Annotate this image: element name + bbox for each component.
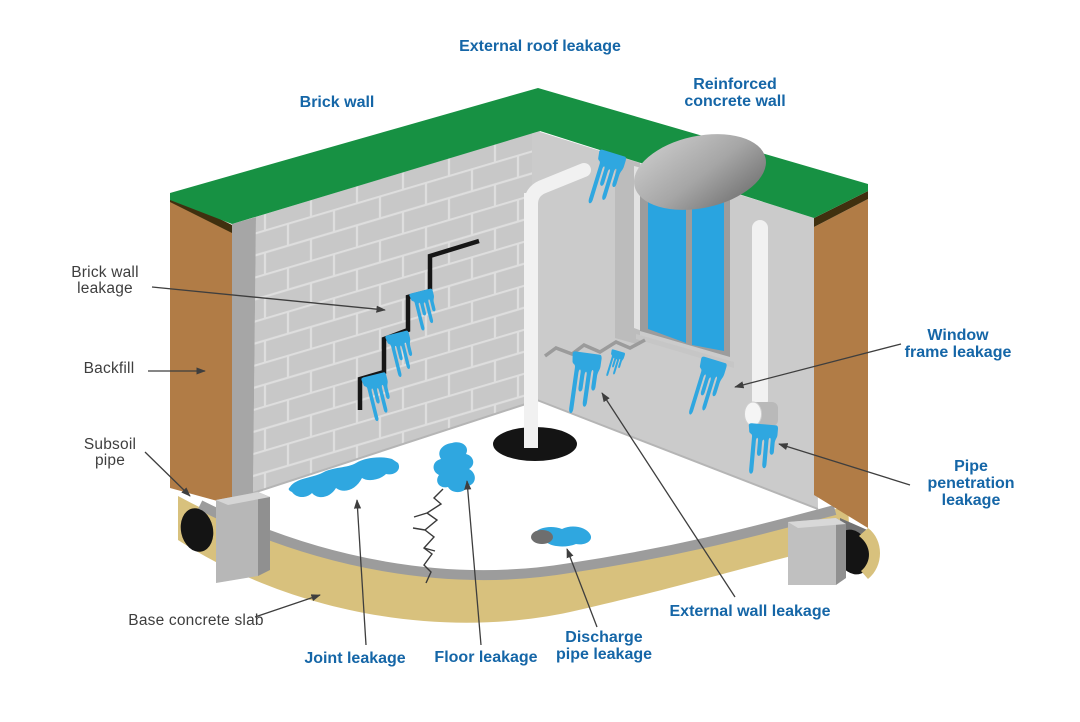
subsoil-pipe-left (180, 492, 270, 583)
slab-cradle-right (859, 528, 880, 579)
arrow-subsoil-pipe (144, 451, 191, 497)
base-concrete-slab (178, 496, 850, 623)
arrow-joint-leakage (353, 499, 367, 646)
window-pane (648, 175, 686, 343)
floor-leaks (288, 442, 592, 584)
window-pane (692, 185, 724, 351)
backfill-left (170, 194, 232, 505)
label-subsoil-pipe: Subsoil pipe (83, 436, 137, 470)
grass-roof (170, 88, 868, 224)
floor-leak-puddle (433, 442, 475, 493)
callout-arrows (144, 286, 911, 646)
subsoil-pipe-right (788, 518, 880, 585)
basement-floor (197, 400, 837, 581)
floor-drain-hole (531, 530, 553, 544)
arrow-floor-leakage (464, 480, 482, 646)
label-external-roof-leakage: External roof leakage (459, 38, 621, 55)
arrow-window-frame-leakage (734, 343, 902, 389)
label-reinforced-concrete-wall: Reinforced concrete wall (684, 76, 786, 110)
basement-window (634, 166, 734, 368)
label-external-wall-leakage: External wall leakage (669, 603, 831, 620)
penetrating-pipe (744, 220, 779, 476)
arrow-brick-wall-leakage (151, 286, 386, 313)
brick-courses (253, 133, 532, 493)
slab-top-edge (197, 500, 837, 581)
brick-wall (252, 131, 540, 494)
label-base-concrete-slab: Base concrete slab (128, 612, 264, 629)
label-discharge-pipe-leakage: Discharge pipe leakage (555, 629, 653, 663)
label-floor-leakage: Floor leakage (434, 649, 538, 666)
discharge-pipe (493, 163, 591, 461)
topsoil-edge-right (814, 191, 868, 227)
label-brick-wall: Brick wall (299, 94, 375, 111)
brick-wall-outer-face (232, 217, 256, 506)
backfill-right (814, 191, 868, 528)
label-backfill: Backfill (83, 360, 135, 377)
arrow-discharge-pipe-leakage (566, 548, 598, 628)
joint-leak-puddle (288, 457, 400, 498)
arrow-external-wall-leakage (601, 392, 736, 598)
reinforced-concrete-wall (536, 131, 819, 510)
roof-sag-dome (634, 134, 766, 210)
floor-crack (412, 488, 444, 584)
arrow-base-concrete-slab (254, 594, 321, 618)
corner-shading (615, 150, 640, 345)
arrow-pipe-penetration-leakage (778, 443, 911, 486)
joint-block-right (788, 518, 836, 585)
joint-block-left (216, 492, 258, 583)
label-window-frame-leakage: Window frame leakage (904, 327, 1012, 361)
label-pipe-penetration-leakage: Pipe penetration leakage (927, 458, 1015, 509)
external-wall-crack (543, 338, 646, 358)
label-joint-leakage: Joint leakage (304, 650, 406, 667)
label-brick-wall-leakage: Brick wall leakage (71, 264, 139, 298)
